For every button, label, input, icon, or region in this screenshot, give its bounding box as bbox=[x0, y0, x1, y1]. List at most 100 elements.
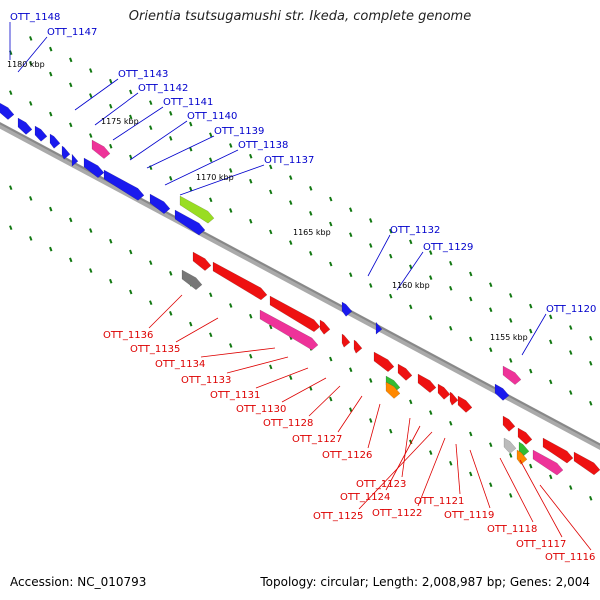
tick-mark bbox=[49, 71, 53, 77]
gene-label-ott-1127: OTT_1127 bbox=[292, 434, 342, 445]
tick-mark bbox=[229, 208, 233, 213]
tick-mark bbox=[589, 400, 593, 406]
tick-mark bbox=[29, 61, 33, 66]
tick-mark bbox=[489, 482, 493, 488]
tick-mark bbox=[569, 325, 573, 330]
blue-gene-arrow bbox=[34, 125, 48, 142]
tick-mark bbox=[409, 239, 413, 245]
blue-gene-arrow bbox=[17, 117, 33, 135]
pink-gene-box bbox=[259, 309, 319, 351]
tick-mark bbox=[89, 228, 93, 233]
tick-mark bbox=[149, 300, 153, 306]
red-gene-arrow bbox=[573, 451, 600, 476]
tick-mark bbox=[409, 304, 413, 310]
tick-mark bbox=[429, 450, 433, 455]
red-gene-arrow bbox=[457, 395, 473, 413]
tick-mark bbox=[109, 238, 113, 244]
tick-mark bbox=[589, 360, 593, 366]
leader-line bbox=[112, 106, 164, 141]
gene-label-ott-1139: OTT_1139 bbox=[214, 126, 264, 137]
gene-label-ott-1135: OTT_1135 bbox=[130, 344, 180, 355]
orange-marker bbox=[516, 449, 528, 465]
gene-label-ott-1118: OTT_1118 bbox=[487, 524, 537, 535]
tick-mark bbox=[209, 132, 213, 138]
gene-label-ott-1126: OTT_1126 bbox=[322, 450, 372, 461]
gene-label-ott-1143: OTT_1143 bbox=[118, 69, 168, 80]
tick-mark bbox=[449, 420, 453, 426]
gene-label-ott-1148: OTT_1148 bbox=[10, 12, 60, 23]
tick-mark bbox=[289, 375, 293, 380]
tick-mark bbox=[109, 78, 113, 84]
tick-mark bbox=[49, 46, 53, 52]
tick-mark bbox=[449, 460, 453, 466]
gene-label-ott-1121: OTT_1121 bbox=[414, 496, 464, 507]
tick-mark bbox=[589, 495, 593, 501]
leader-line bbox=[164, 149, 239, 186]
tick-mark bbox=[269, 364, 273, 370]
leader-line bbox=[74, 78, 119, 111]
tick-mark bbox=[249, 153, 253, 159]
tick-mark bbox=[309, 211, 313, 216]
leader-line bbox=[469, 449, 491, 509]
gene-features bbox=[0, 102, 600, 476]
tick-mark bbox=[249, 313, 253, 319]
tick-mark bbox=[89, 93, 93, 98]
tick-mark bbox=[449, 260, 453, 266]
tick-mark bbox=[229, 343, 233, 348]
tick-mark bbox=[269, 229, 273, 235]
tick-mark bbox=[509, 293, 513, 298]
tick-mark bbox=[429, 250, 433, 255]
tick-mark bbox=[69, 122, 73, 128]
leader-line bbox=[175, 317, 219, 343]
tick-mark bbox=[229, 303, 233, 308]
tick-mark bbox=[329, 356, 333, 362]
tick-mark bbox=[289, 175, 293, 180]
gene-label-ott-1147: OTT_1147 bbox=[47, 27, 97, 38]
tick-mark bbox=[369, 378, 373, 383]
tick-mark bbox=[109, 103, 113, 109]
tick-mark bbox=[429, 410, 433, 415]
pink-gene-box bbox=[532, 449, 564, 476]
red-gene-arrow bbox=[212, 261, 268, 301]
tick-mark bbox=[209, 157, 213, 163]
tick-mark bbox=[189, 121, 193, 127]
tick-mark bbox=[349, 367, 353, 373]
leader-line bbox=[308, 385, 341, 417]
gray-gene-box bbox=[503, 437, 517, 454]
tick-mark bbox=[269, 189, 273, 195]
leader-line bbox=[148, 294, 183, 329]
blue-gene-arrow bbox=[494, 383, 510, 401]
blue-gene-arrow bbox=[71, 154, 79, 167]
gene-label-ott-1140: OTT_1140 bbox=[187, 111, 237, 122]
tick-mark bbox=[189, 321, 193, 327]
tick-mark bbox=[469, 296, 473, 302]
tick-mark bbox=[509, 493, 513, 498]
leader-line bbox=[396, 251, 424, 291]
tick-mark bbox=[169, 311, 173, 316]
tick-mark bbox=[89, 133, 93, 138]
tick-mark bbox=[449, 325, 453, 331]
leader-line bbox=[281, 377, 327, 403]
gene-label-ott-1133: OTT_1133 bbox=[181, 375, 231, 386]
tick-mark bbox=[209, 197, 213, 203]
scale-label: 1180 kbp bbox=[7, 60, 45, 69]
gene-label-ott-1136: OTT_1136 bbox=[103, 330, 153, 341]
gene-label-ott-1116: OTT_1116 bbox=[545, 552, 595, 563]
tick-mark bbox=[469, 431, 473, 437]
blue-gene-arrow bbox=[83, 157, 105, 179]
tick-mark bbox=[69, 82, 73, 88]
tick-mark bbox=[49, 246, 53, 252]
red-gene-arrow bbox=[517, 427, 533, 445]
topology-text: Topology: circular; Length: 2,008,987 bp… bbox=[260, 575, 590, 589]
scale-label: 1155 kbp bbox=[490, 333, 528, 342]
tick-mark bbox=[549, 379, 553, 385]
tick-mark bbox=[489, 282, 493, 288]
red-gene-arrow bbox=[437, 383, 451, 400]
leader-line bbox=[499, 457, 534, 523]
tick-mark bbox=[269, 164, 273, 170]
tick-mark bbox=[29, 36, 33, 41]
gene-label-ott-1132: OTT_1132 bbox=[390, 225, 440, 236]
tick-mark bbox=[529, 328, 533, 334]
gene-label-ott-1123: OTT_1123 bbox=[356, 479, 406, 490]
